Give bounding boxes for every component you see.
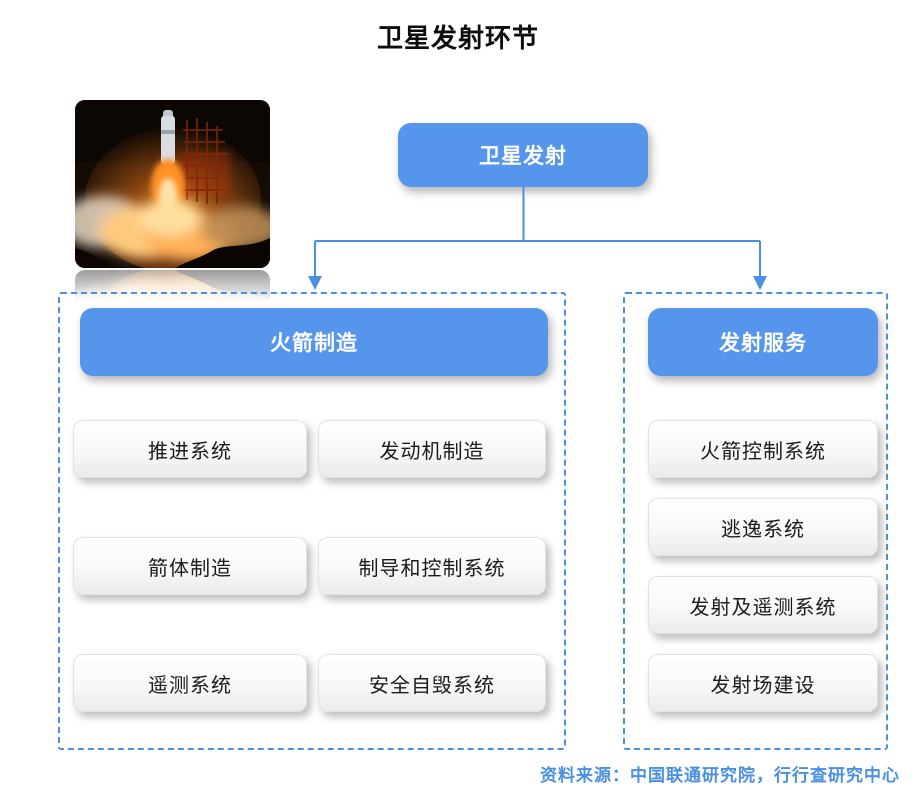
node-escape-system: 逃逸系统 bbox=[648, 498, 878, 556]
node-launch-site-construction: 发射场建设 bbox=[648, 654, 878, 712]
node-telemetry-system: 遥测系统 bbox=[73, 654, 307, 712]
rocket-launch-photo bbox=[75, 100, 270, 300]
node-propulsion-system: 推进系统 bbox=[73, 420, 307, 478]
page-title: 卫星发射环节 bbox=[376, 23, 539, 53]
source-attribution: 资料来源：中国联通研究院，行行查研究中心 bbox=[540, 766, 900, 785]
branch-header-rocket-manufacturing: 火箭制造 bbox=[80, 308, 548, 376]
node-self-destruct-system: 安全自毁系统 bbox=[318, 654, 546, 712]
branch-header-label: 发射服务 bbox=[719, 332, 807, 355]
root-node: 卫星发射 bbox=[398, 123, 648, 187]
rocket-launch-scene bbox=[75, 100, 270, 268]
arrow-down-left-icon bbox=[308, 276, 322, 290]
node-engine-manufacturing: 发动机制造 bbox=[318, 420, 546, 478]
node-launch-telemetry-system: 发射及遥测系统 bbox=[648, 576, 878, 634]
branch-panel-launch-services bbox=[623, 292, 888, 750]
arrow-down-right-icon bbox=[753, 276, 767, 290]
branch-header-launch-services: 发射服务 bbox=[648, 308, 878, 376]
root-node-label: 卫星发射 bbox=[479, 145, 567, 168]
node-rocket-body-manufacturing: 箭体制造 bbox=[73, 537, 307, 595]
node-guidance-control-system: 制导和控制系统 bbox=[318, 537, 546, 595]
node-rocket-control-system: 火箭控制系统 bbox=[648, 420, 878, 478]
branch-panel-rocket-manufacturing bbox=[58, 292, 566, 750]
branch-header-label: 火箭制造 bbox=[270, 332, 358, 355]
